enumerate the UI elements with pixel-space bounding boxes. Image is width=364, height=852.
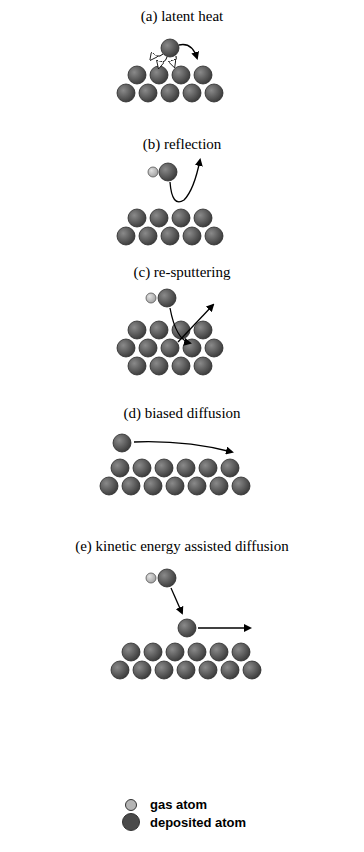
- legend-text: deposited atom: [150, 815, 246, 830]
- panel-title: (c) re-sputtering: [133, 264, 230, 281]
- legend-text: gas atom: [150, 797, 207, 812]
- panel-title: (d) biased diffusion: [123, 405, 240, 422]
- legend-swatch: [125, 799, 137, 811]
- panel-title: (a) latent heat: [141, 8, 223, 25]
- panel-title: (e) kinetic energy assisted diffusion: [75, 538, 289, 555]
- legend-row: gas atom: [122, 797, 207, 812]
- panel-title: (b) reflection: [143, 136, 222, 153]
- legend-row: deposited atom: [122, 813, 246, 831]
- legend-swatch: [122, 813, 140, 831]
